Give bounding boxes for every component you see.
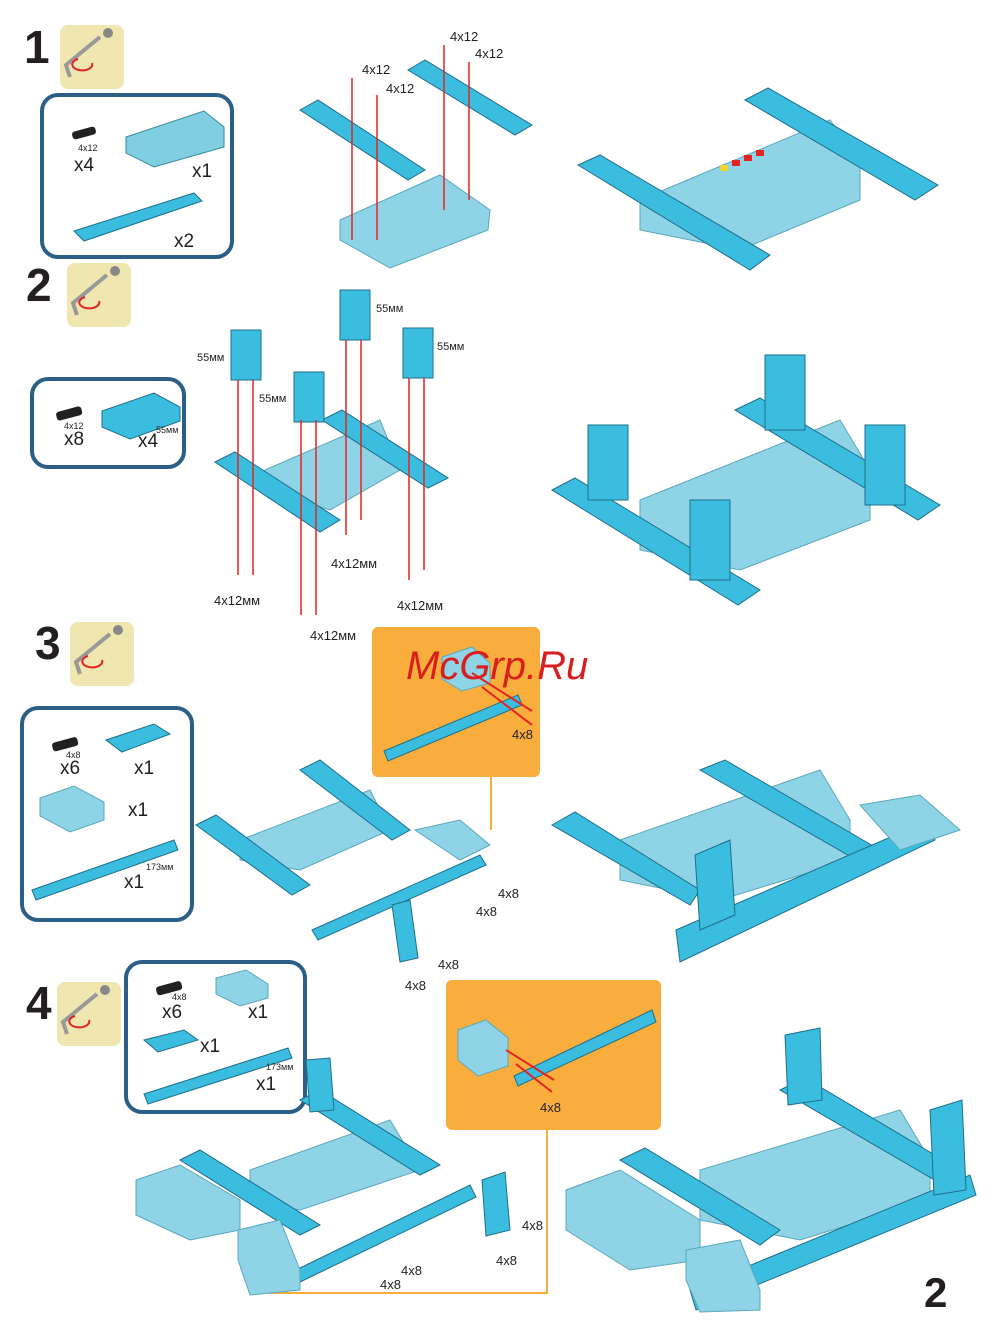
exploded-view — [214, 289, 450, 615]
motor-icon — [215, 969, 269, 1007]
screw-label: 4x12 — [475, 46, 504, 61]
controller-icon — [125, 110, 225, 168]
step-number: 3 — [35, 617, 61, 669]
hex-key-icon — [67, 263, 131, 327]
exploded-view — [299, 45, 533, 269]
strip-qty: x1 — [256, 1074, 277, 1095]
strip-qty: x1 — [124, 872, 145, 893]
screw-label: 4x8 — [401, 1263, 422, 1278]
watermark: McGrp.Ru — [406, 644, 589, 688]
screw-label: 4x8 — [476, 904, 497, 919]
strip-size-label: 173мм — [266, 1062, 294, 1072]
screw-label: 4x8 — [522, 1218, 543, 1233]
plate-icon — [104, 723, 172, 753]
screw-qty: x4 — [74, 155, 95, 176]
step3-assembly — [195, 759, 961, 963]
screw-size-label: 4x8 — [66, 750, 81, 760]
detail-callout: 4x8 — [446, 980, 661, 1130]
bracket-qty: x4 — [138, 431, 159, 452]
screw-icon — [56, 406, 83, 421]
step-number: 4 — [26, 977, 52, 1029]
screw-label: 4x12мм — [310, 628, 357, 643]
screw-label: 4x8 — [438, 957, 459, 972]
screw-size-label: 4x12 — [78, 143, 98, 153]
beam-icon — [73, 192, 203, 242]
screw-label: 4x12мм — [214, 593, 261, 608]
strip-size-label: 173мм — [146, 862, 174, 872]
parts-box: 4x12 x4 x1 x2 — [40, 93, 234, 259]
plate-qty: x1 — [200, 1036, 221, 1057]
screw-label: 4x12 — [450, 29, 479, 44]
step2-assembly — [214, 289, 941, 615]
screw-qty: x6 — [162, 1002, 183, 1023]
bracket-icon — [101, 392, 181, 440]
screw-label: 4x8 — [512, 727, 533, 742]
assembled-view — [565, 1027, 977, 1313]
assembled-view — [550, 354, 941, 606]
screw-size-label: 4x12 — [64, 421, 84, 431]
assembled-view — [576, 87, 939, 271]
screw-label: 4x8 — [380, 1277, 401, 1292]
exploded-view — [135, 1057, 511, 1296]
strip-icon — [143, 1047, 293, 1105]
beam-qty: x2 — [174, 231, 195, 252]
bracket-label: 55мм — [259, 393, 287, 405]
screw-label: 4x8 — [540, 1100, 561, 1115]
screw-label: 4x8 — [405, 978, 426, 993]
hex-key-icon — [57, 982, 121, 1046]
parts-box: 4x12 x8 55мм x4 — [30, 377, 186, 469]
screw-label: 4x12 — [362, 62, 391, 77]
step-number: 2 — [26, 259, 52, 311]
screw-icon — [72, 126, 96, 140]
screw-icon — [52, 737, 79, 752]
plate-qty: x1 — [134, 758, 155, 779]
step-number: 1 — [24, 21, 50, 73]
assembled-view — [550, 759, 961, 963]
screw-qty: x6 — [60, 758, 81, 779]
page-number: 2 — [924, 1269, 948, 1316]
motor-qty: x1 — [248, 1002, 269, 1023]
bracket-label: 55мм — [197, 352, 225, 364]
screw-label: 4x12мм — [397, 598, 444, 613]
screw-qty: x8 — [64, 429, 85, 450]
screw-label: 4x12мм — [331, 556, 378, 571]
screw-label: 4x8 — [498, 886, 519, 901]
callout-arrow — [268, 1130, 548, 1294]
step1-assembly — [299, 45, 939, 271]
controller-qty: x1 — [192, 161, 213, 182]
screw-size-label: 4x8 — [172, 992, 187, 1002]
bracket-size-label: 55мм — [156, 425, 179, 435]
hex-key-icon — [60, 25, 124, 89]
plate-icon — [142, 1029, 200, 1053]
detail-callout: 4x8 — [372, 627, 540, 777]
parts-box: 4x8 x6 x1 x1 173мм x1 — [20, 706, 194, 922]
motor-icon — [39, 785, 105, 833]
screw-label: 4x8 — [496, 1253, 517, 1268]
screw-label: 4x12 — [386, 81, 415, 96]
bracket-label: 55мм — [376, 303, 404, 315]
screw-icon — [156, 981, 183, 996]
hex-key-icon — [70, 622, 134, 686]
bracket-label: 55мм — [437, 341, 465, 353]
strip-icon — [31, 839, 179, 901]
indicator-leds — [720, 150, 764, 171]
motor-qty: x1 — [128, 800, 149, 821]
exploded-view — [195, 759, 491, 963]
parts-box: 4x8 x6 x1 x1 173мм x1 — [124, 960, 307, 1114]
